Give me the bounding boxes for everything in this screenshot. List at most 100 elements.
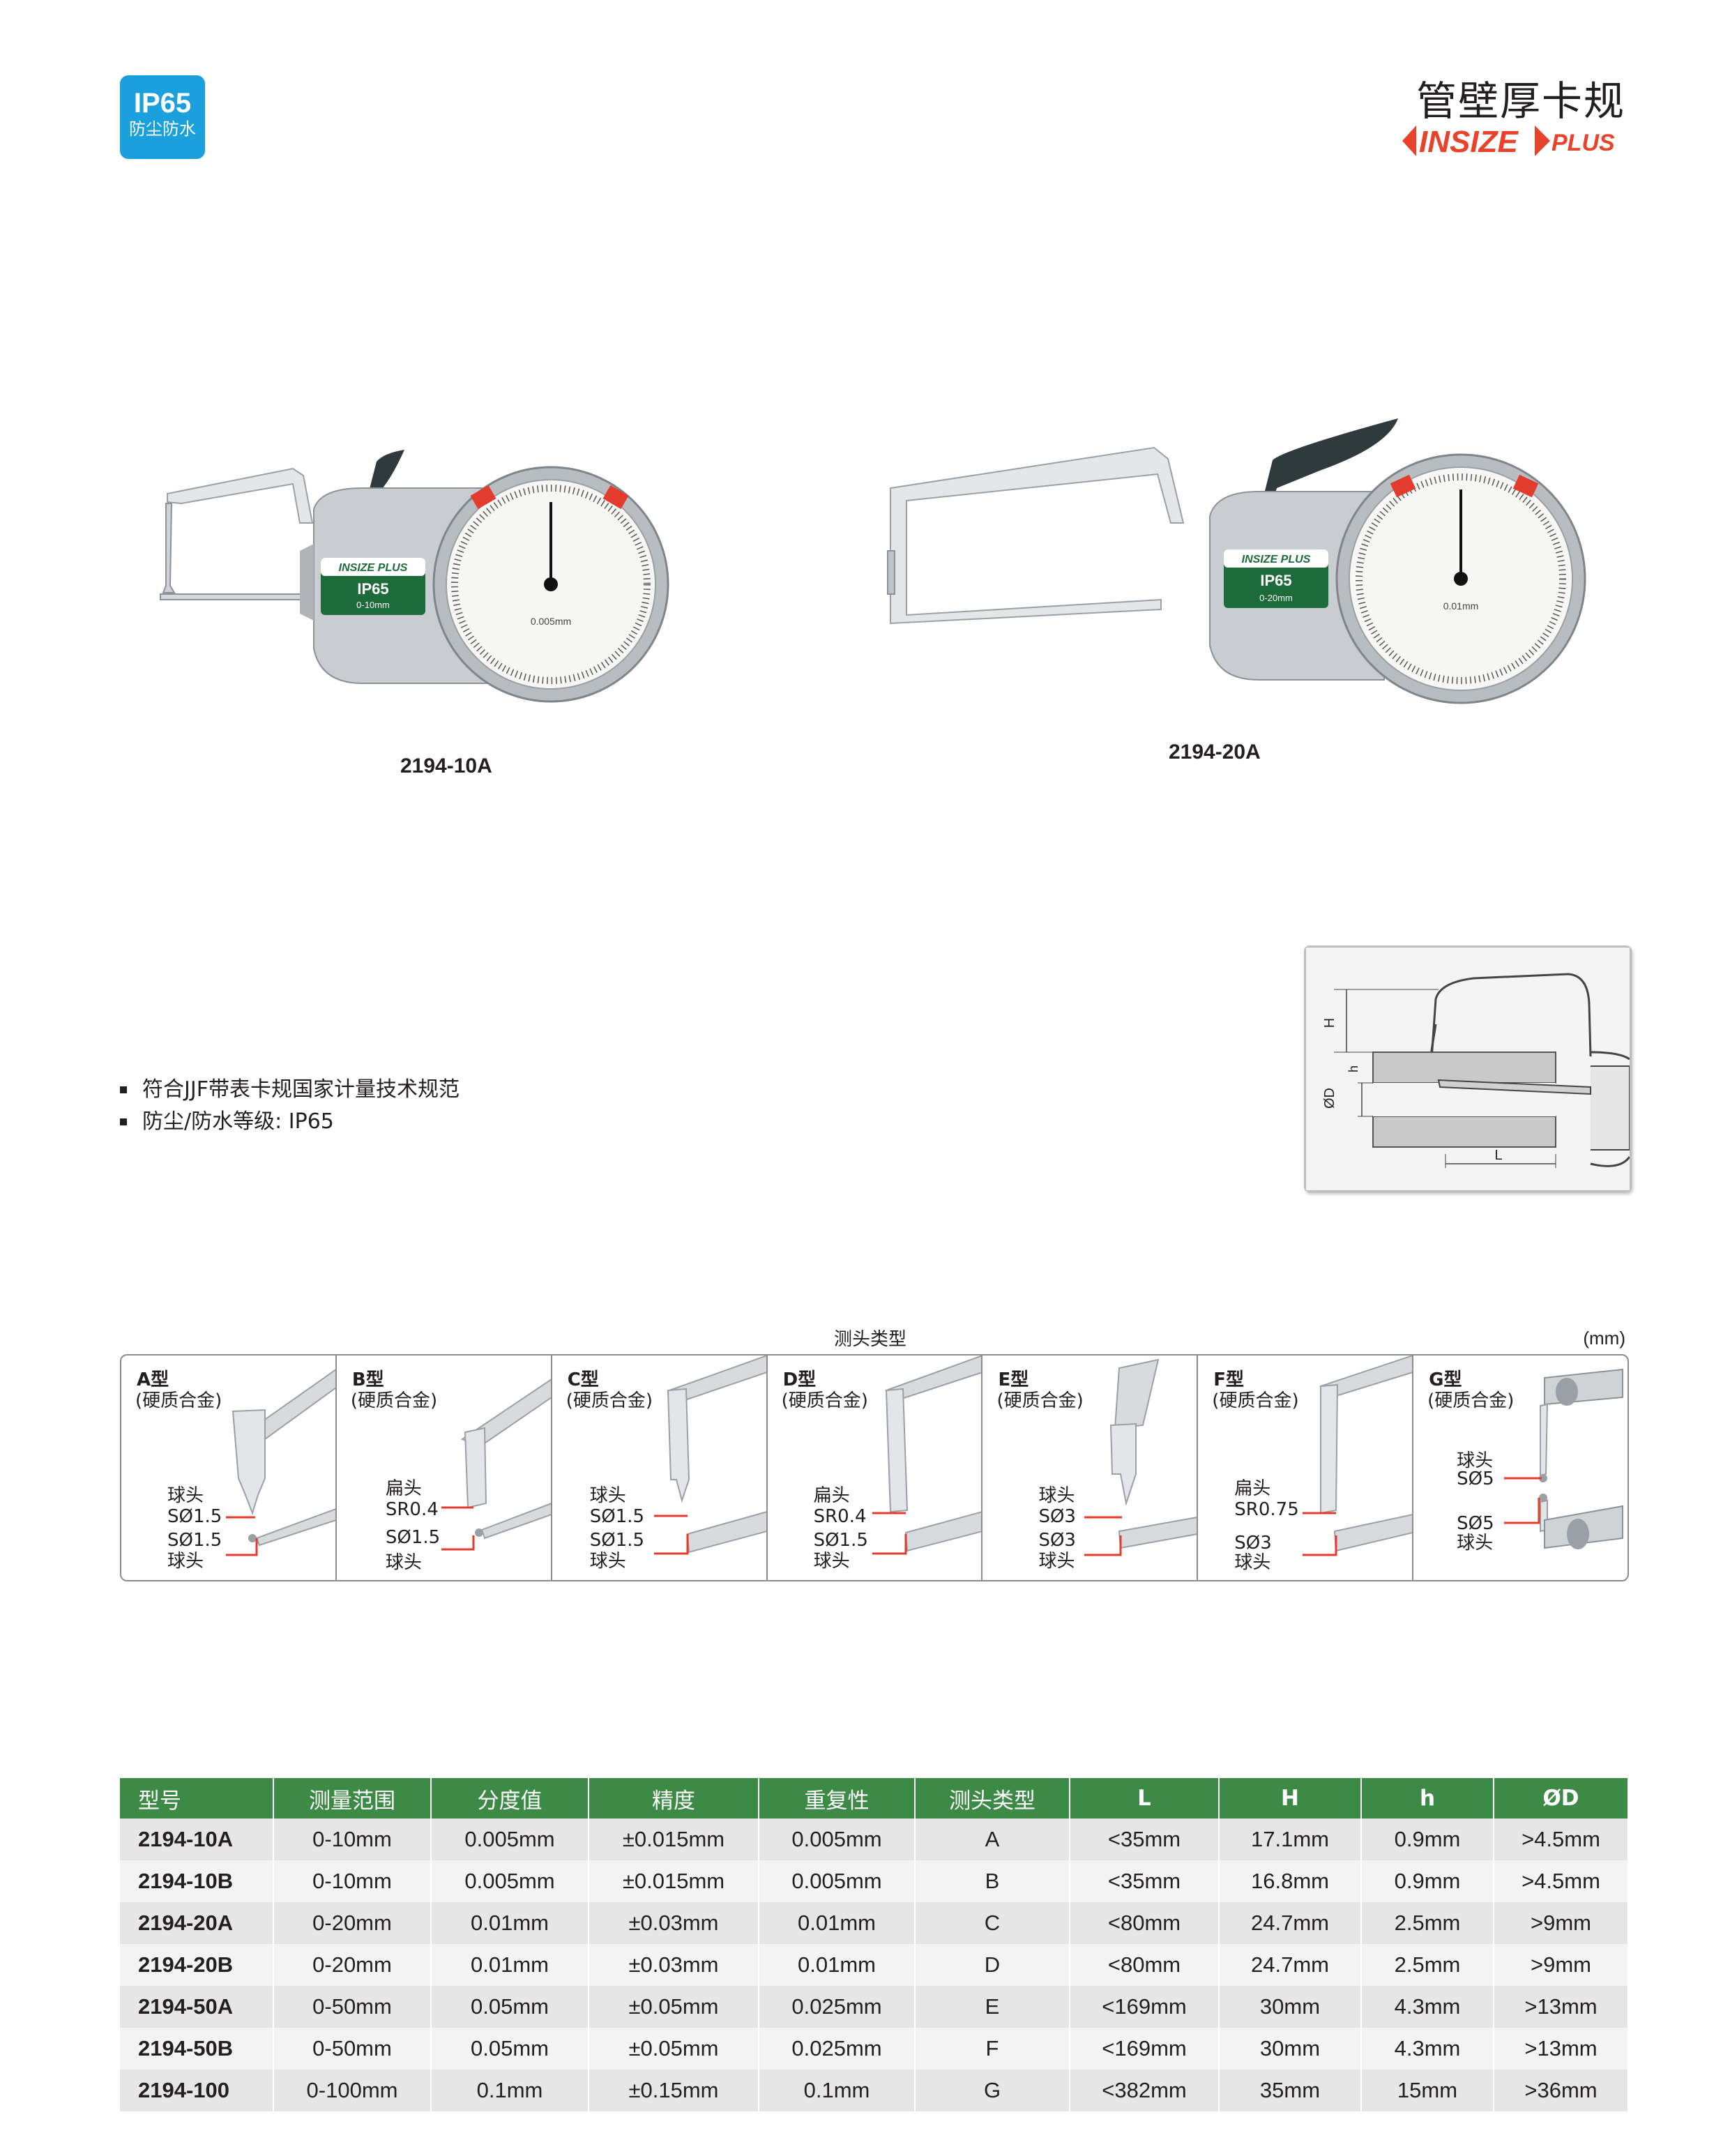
probe-type-label: B型 [351, 1369, 384, 1390]
probe-upper-size: SR0.75 [1234, 1499, 1299, 1520]
probe-type-label: F型 [1213, 1369, 1245, 1390]
spec-table: 型号 测量范围 分度值 精度 重复性 测头类型 L H h ØD 2194-10… [120, 1778, 1627, 2111]
table-cell: 0-50mm [273, 2028, 432, 2070]
caliper-2194-20a-image: INSIZE PLUS IP65 0-20mm 0.01mm [887, 418, 1586, 704]
table-cell: 2.5mm [1361, 1902, 1494, 1944]
spec-table-header: 型号 测量范围 分度值 精度 重复性 测头类型 L H h ØD [120, 1778, 1627, 1819]
table-cell: 0.05mm [431, 2028, 589, 2070]
table-cell: >36mm [1494, 2070, 1627, 2111]
table-cell: 2194-50A [120, 1986, 274, 2028]
table-cell: 15mm [1361, 2070, 1494, 2111]
probe-c-image [653, 1356, 766, 1555]
probe-types-unit: (mm) [1583, 1328, 1625, 1349]
dimension-diagram: H h ØD L [1304, 946, 1632, 1192]
probe-upper-size: SØ1.5 [589, 1506, 645, 1527]
probe-upper-size: SR0.4 [385, 1499, 439, 1520]
badge-sub-text: 防尘防水 [129, 119, 196, 139]
table-cell: 0.1mm [759, 2070, 916, 2111]
probe-lower-name: 球头 [385, 1552, 422, 1573]
table-cell: 0.01mm [431, 1902, 589, 1944]
col-header-repeatability: 重复性 [759, 1778, 916, 1819]
probe-upper-name: 扁头 [385, 1478, 422, 1499]
table-cell: A [915, 1819, 1070, 1860]
probe-material-label: (硬质合金) [350, 1390, 438, 1411]
table-cell: ±0.05mm [589, 2028, 759, 2070]
probe-type-label: D型 [782, 1369, 817, 1390]
probe-upper-size: SØ1.5 [167, 1506, 222, 1527]
dial-range: 0-20mm [1259, 593, 1293, 603]
table-cell: 30mm [1219, 2028, 1362, 2070]
table-cell: 0.01mm [431, 1944, 589, 1986]
table-cell: 0-20mm [273, 1902, 432, 1944]
model-label-2194-20a: 2194-20A [1169, 741, 1261, 764]
probe-upper-name: 球头 [1038, 1485, 1075, 1506]
table-cell: 0-10mm [273, 1860, 432, 1902]
table-cell: >9mm [1494, 1944, 1627, 1986]
table-cell: 2194-10B [120, 1860, 274, 1902]
col-header-range: 测量范围 [273, 1778, 432, 1819]
table-cell: 0-10mm [273, 1819, 432, 1860]
table-cell: 24.7mm [1219, 1944, 1362, 1986]
table-cell: >9mm [1494, 1902, 1627, 1944]
probe-g-image [1504, 1368, 1624, 1549]
col-header-probe-type: 测头类型 [915, 1778, 1070, 1819]
probe-cell-e: E型 (硬质合金) 球头 SØ3 SØ3 球头 [982, 1356, 1199, 1580]
dial-ip: IP65 [357, 580, 388, 598]
probe-lower-size: SØ3 [1038, 1530, 1076, 1551]
table-cell: 0.005mm [431, 1819, 589, 1860]
table-cell: 0.025mm [759, 1986, 916, 2028]
table-cell: ±0.03mm [589, 1902, 759, 1944]
probe-a-image [226, 1369, 335, 1556]
probe-lower-name: 球头 [167, 1551, 204, 1572]
caliper-2194-10a-image: INSIZE PLUS IP65 0-10mm 0.005mm [160, 450, 669, 703]
probe-b-image [441, 1379, 551, 1551]
table-cell: <80mm [1070, 1902, 1220, 1944]
dim-label-h-lower: h [1346, 1065, 1360, 1072]
probe-lower-name: 球头 [589, 1551, 626, 1572]
table-cell: ±0.015mm [589, 1860, 759, 1902]
probe-e-image [1084, 1358, 1197, 1556]
dim-label-h-upper: H [1322, 1018, 1337, 1028]
table-cell: F [915, 2028, 1070, 2070]
dim-label-l: L [1494, 1148, 1502, 1163]
table-cell: 0.005mm [759, 1860, 916, 1902]
probe-type-label: A型 [137, 1369, 169, 1390]
feature-item: 符合JJF带表卡规国家计量技术规范 [120, 1074, 460, 1106]
probe-type-label: G型 [1429, 1369, 1462, 1390]
probe-upper-size: SR0.4 [813, 1506, 867, 1527]
col-header-resolution: 分度值 [431, 1778, 589, 1819]
probe-lower-size: SØ1.5 [385, 1527, 441, 1548]
probe-upper-name: 球头 [589, 1485, 626, 1506]
feature-item: 防尘/防水等级: IP65 [120, 1106, 460, 1138]
table-cell: 2.5mm [1361, 1944, 1494, 1986]
table-cell: <169mm [1070, 1986, 1220, 2028]
probe-cell-a: A型 (硬质合金) 球头 SØ1.5 SØ1.5 球头 [121, 1356, 337, 1580]
probe-d-image [872, 1356, 982, 1555]
table-cell: 0-20mm [273, 1944, 432, 1986]
table-cell: 2194-100 [120, 2070, 274, 2111]
dial-resolution: 0.01mm [1443, 600, 1479, 612]
probe-type-label: E型 [998, 1369, 1029, 1390]
table-cell: >4.5mm [1494, 1860, 1627, 1902]
table-cell: >13mm [1494, 2028, 1627, 2070]
table-cell: 0.05mm [431, 1986, 589, 2028]
dial-brand: INSIZE PLUS [339, 562, 408, 574]
table-cell: 17.1mm [1219, 1819, 1362, 1860]
probe-cell-c: C型 (硬质合金) 球头 SØ1.5 SØ1.5 球头 [552, 1356, 768, 1580]
table-cell: >13mm [1494, 1986, 1627, 2028]
probe-types-panel: A型 (硬质合金) 球头 SØ1.5 SØ1.5 球头 B型 (硬质合金) 扁头… [120, 1354, 1629, 1581]
table-cell: D [915, 1944, 1070, 1986]
feature-list: 符合JJF带表卡规国家计量技术规范 防尘/防水等级: IP65 [120, 1074, 460, 1138]
table-cell: 2194-20B [120, 1944, 274, 1986]
probe-material-label: (硬质合金) [1427, 1390, 1515, 1411]
table-cell: 24.7mm [1219, 1902, 1362, 1944]
probe-upper-name: 扁头 [1234, 1478, 1271, 1499]
probe-lower-size: SØ3 [1234, 1533, 1272, 1554]
table-cell: 35mm [1219, 2070, 1362, 2111]
brand-suffix: PLUS [1551, 130, 1615, 156]
col-header-accuracy: 精度 [589, 1778, 759, 1819]
